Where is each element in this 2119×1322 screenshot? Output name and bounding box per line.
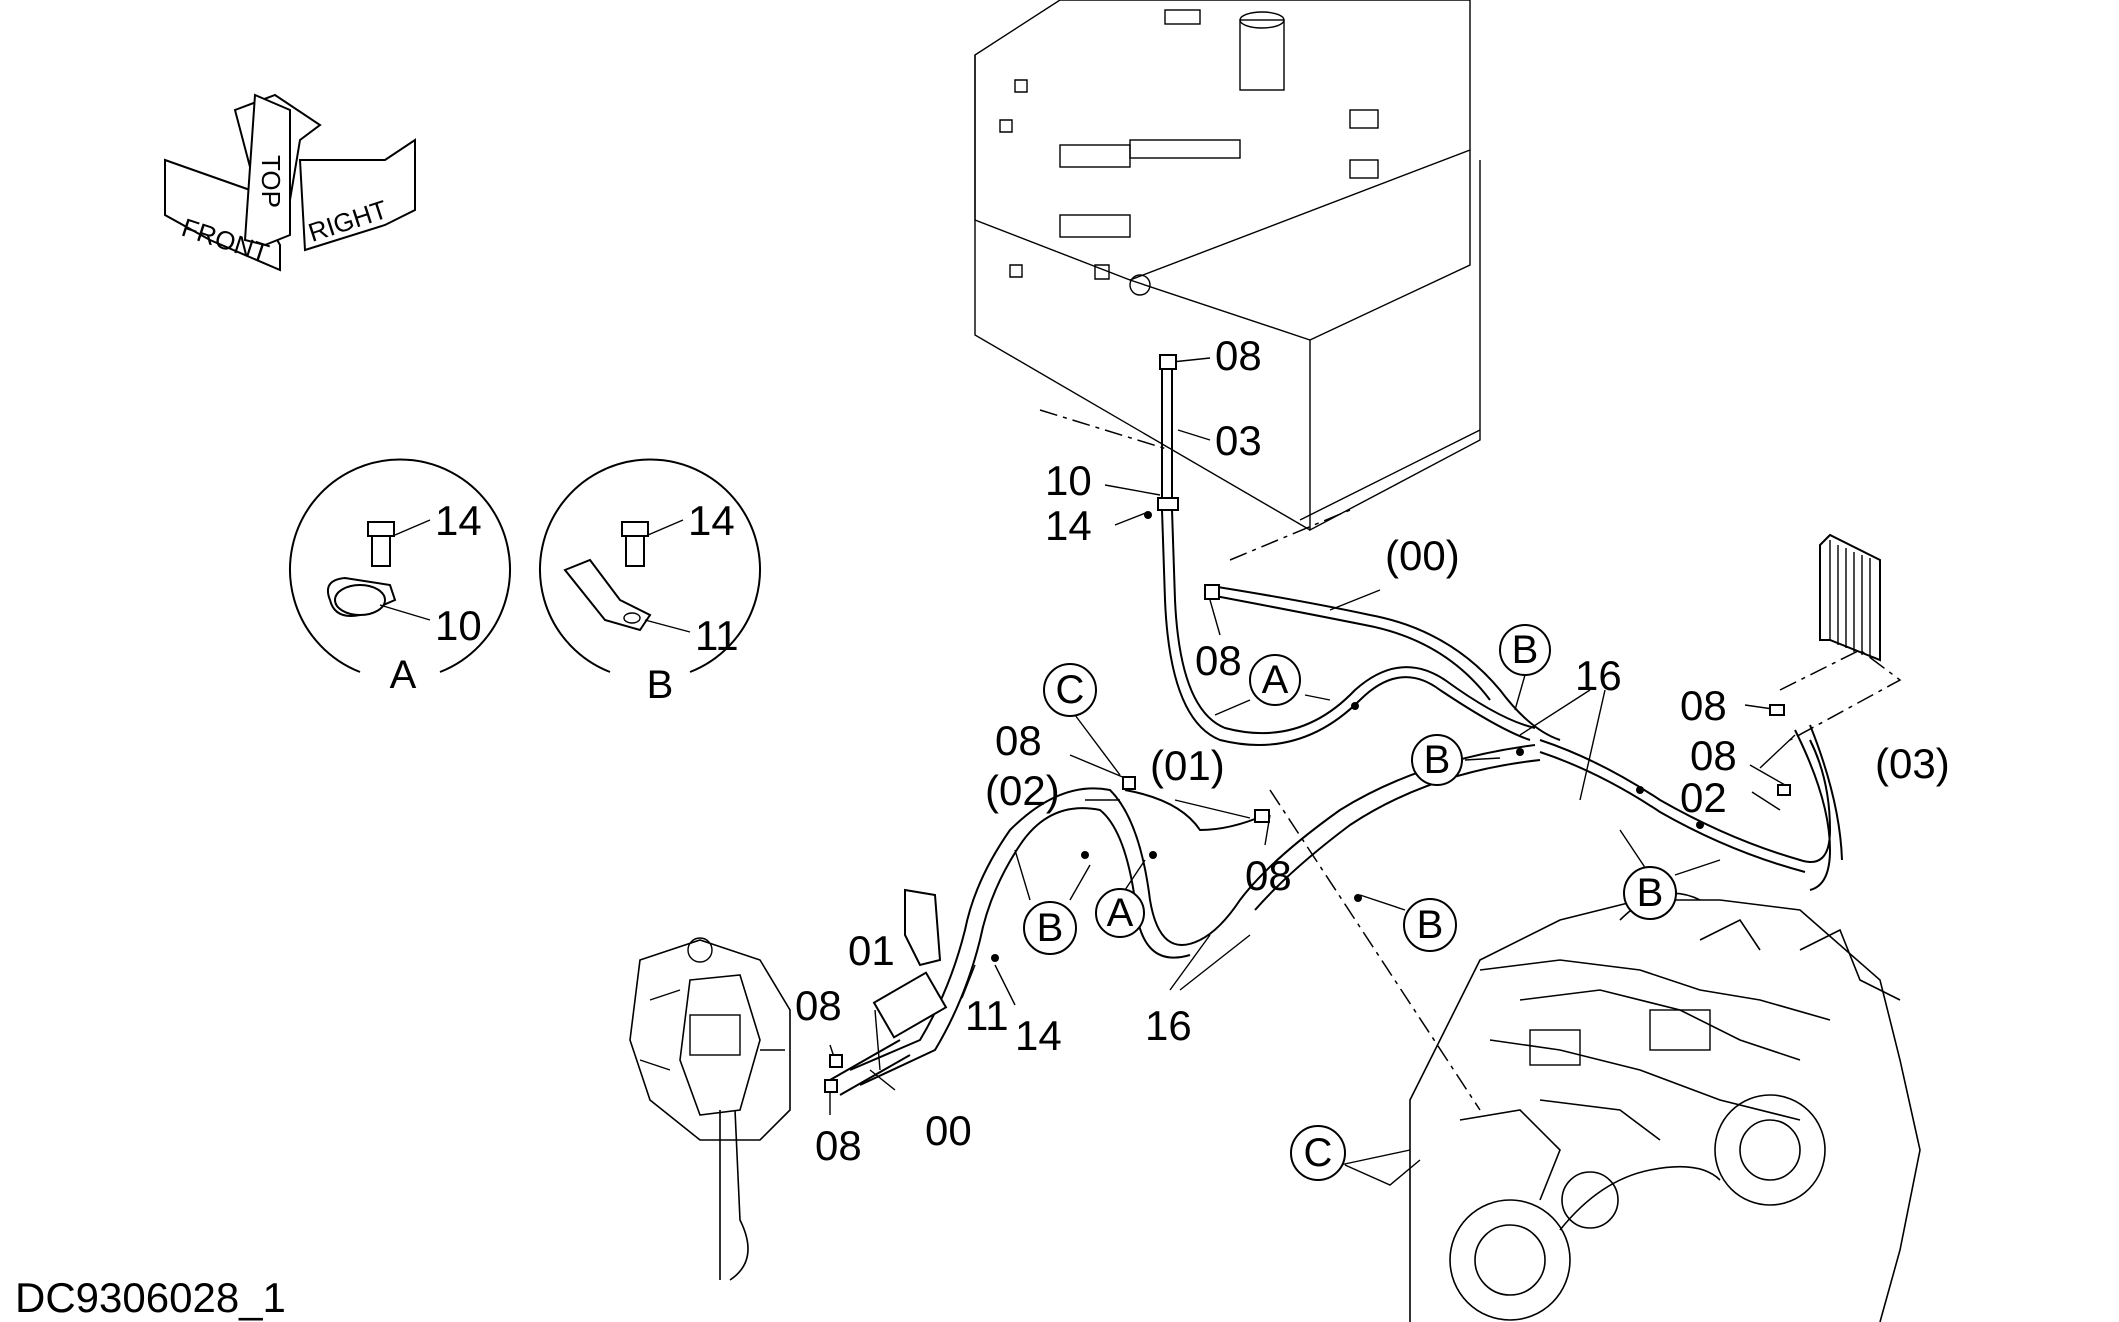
callout-02-cooler: 02: [1680, 774, 1727, 821]
callout-08-mid: 08: [1195, 637, 1242, 684]
fuel-pump: [629, 937, 791, 1281]
callout-03-tank: 03: [1215, 417, 1262, 464]
orientation-top-label: TOP: [256, 155, 286, 208]
detail-a-letter: A: [390, 653, 417, 697]
leader-lines: [829, 357, 1796, 1166]
callout-16-top: 16: [1575, 652, 1622, 699]
svg-text:B: B: [1424, 738, 1451, 782]
detail-b-letter: B: [647, 663, 674, 707]
svg-text:B: B: [1037, 906, 1064, 950]
detail-a-callout-10: 10: [435, 602, 482, 649]
svg-text:A: A: [1107, 891, 1134, 935]
callout-02-paren: (02): [985, 767, 1060, 814]
circle-ref-c-top: C: [1043, 663, 1121, 776]
callout-08-cooler-2: 08: [1690, 732, 1737, 779]
fuel-tank: [974, 0, 1481, 561]
callout-01-paren: (01): [1150, 742, 1225, 789]
callout-08-pump: 08: [795, 982, 842, 1029]
drawing-id: DC9306028_1: [15, 1274, 286, 1321]
callout-00-paren: (00): [1385, 532, 1460, 579]
circle-ref-b-upper: B: [1499, 624, 1551, 711]
detail-a-callout-14: 14: [435, 497, 482, 544]
callout-08-pump-2: 08: [815, 1122, 862, 1169]
callout-16-bottom: 16: [1145, 1002, 1192, 1049]
detail-view-a: 14 10 A: [289, 458, 511, 697]
callout-00: 00: [925, 1107, 972, 1154]
callout-10-tank: 10: [1045, 457, 1092, 504]
callout-03-paren: (03): [1875, 740, 1950, 787]
circle-ref-a-upper: A: [1214, 654, 1331, 716]
callout-14-tank: 14: [1045, 502, 1092, 549]
circle-ref-b-lower: B: [1359, 894, 1457, 952]
fittings: [824, 354, 1791, 1093]
svg-text:C: C: [1304, 1131, 1333, 1175]
part-callouts: 08 03 10 14 (00) 08 16 08 08 (03) 02 08 …: [795, 332, 1950, 1169]
circle-ref-b-left: B: [1411, 734, 1501, 786]
callout-01: 01: [848, 927, 895, 974]
circle-ref-b-lower-left: B: [1014, 849, 1091, 955]
callout-08-c: 08: [995, 717, 1042, 764]
circle-ref-a-lower: A: [1095, 859, 1146, 938]
circle-ref-b-right: B: [1619, 829, 1721, 920]
callout-14-pump: 14: [1015, 1012, 1062, 1059]
callout-08-tank: 08: [1215, 332, 1262, 379]
svg-text:B: B: [1637, 871, 1664, 915]
fuel-cooler: [1779, 533, 1902, 741]
svg-text:B: B: [1417, 903, 1444, 947]
svg-text:C: C: [1056, 668, 1085, 712]
detail-b-callout-14: 14: [688, 497, 735, 544]
callout-11: 11: [965, 992, 1009, 1039]
engine: [1269, 789, 1921, 1322]
detail-view-b: 14 11 B: [539, 458, 761, 707]
svg-text:A: A: [1262, 658, 1289, 702]
orientation-indicator: FRONT TOP RIGHT: [164, 93, 416, 272]
callout-08-cooler: 08: [1680, 682, 1727, 729]
circle-ref-c-engine: C: [1290, 1125, 1421, 1186]
svg-text:B: B: [1512, 628, 1539, 672]
detail-b-callout-11: 11: [695, 612, 739, 659]
callout-08-right: 08: [1245, 852, 1292, 899]
mounting-bracket: [904, 888, 942, 967]
